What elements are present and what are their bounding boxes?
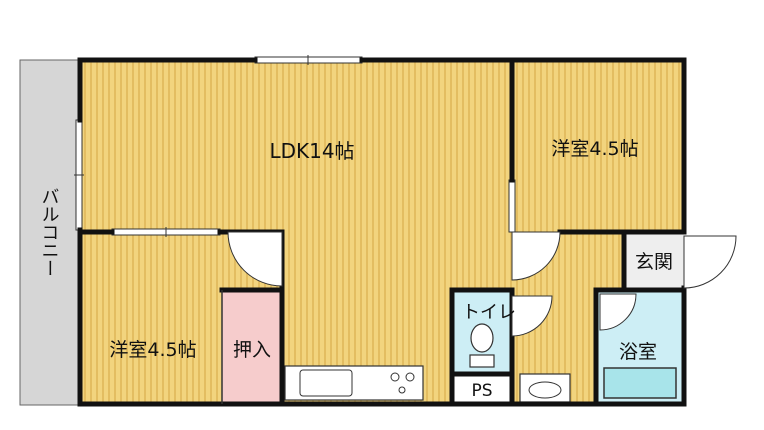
label-toilet: トイレ: [462, 302, 516, 323]
label-balcony: バルコニー: [39, 187, 60, 277]
entrance-floor: [624, 232, 684, 288]
stove-burner-icon: [398, 386, 406, 394]
bathtub: [603, 367, 677, 399]
pipe-space-floor: [452, 374, 512, 404]
label-western-bottom: 洋室4.5帖: [109, 339, 196, 361]
closet-floor: [222, 290, 280, 404]
label-western-top: 洋室4.5帖: [551, 138, 638, 160]
stove-burner-icon: [405, 372, 415, 382]
balcony-area: [19, 59, 79, 406]
toilet-bowl-icon: [470, 323, 494, 353]
label-entrance: 玄関: [635, 251, 673, 273]
kitchen-sink: [299, 369, 353, 397]
window-western: [508, 179, 516, 233]
window-top: [254, 55, 363, 65]
door-bath: [599, 293, 637, 331]
label-bath: 浴室: [619, 341, 657, 363]
door-entrance: [683, 235, 737, 289]
basin-bowl: [528, 381, 562, 399]
stove-burner-icon: [390, 372, 400, 382]
window-balcony: [74, 119, 84, 231]
window-inner: [111, 227, 221, 237]
label-ldk: LDK14帖: [269, 139, 354, 163]
door-western-bottom: [227, 231, 283, 287]
toilet-tank-icon: [469, 354, 495, 368]
western-room-top-floor: [512, 60, 684, 232]
door-toilet: [511, 295, 553, 337]
label-pipe-space: PS: [471, 381, 492, 401]
label-closet: 押入: [233, 339, 271, 361]
door-western-top: [511, 231, 561, 281]
